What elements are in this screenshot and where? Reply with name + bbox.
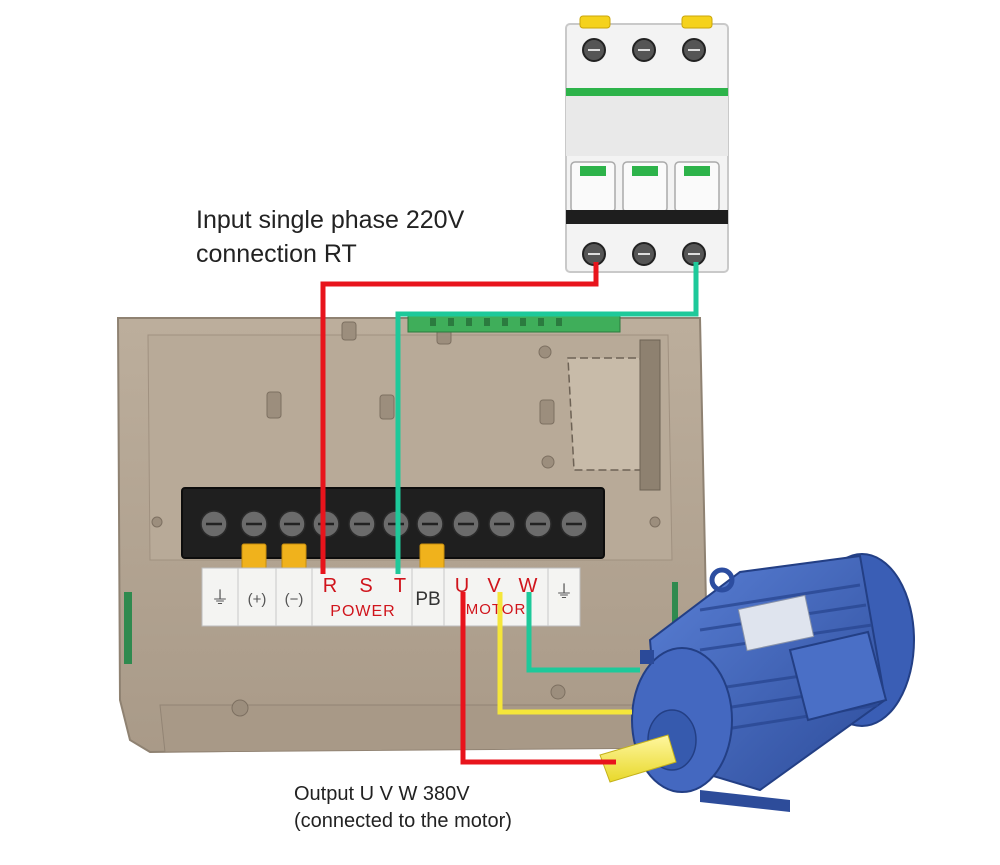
wire-input-r xyxy=(320,262,599,574)
housing-indicator-right xyxy=(672,582,678,634)
output-caption-line1: Output U V W 380V xyxy=(294,783,470,805)
wires xyxy=(320,262,699,765)
label-minus: (−) xyxy=(285,591,304,608)
output-caption: Output U V W 380V (connected to the moto… xyxy=(294,781,512,835)
keypad-slot xyxy=(567,357,651,471)
ground-symbol-left: ⏚ xyxy=(211,588,229,608)
label-s: S xyxy=(359,575,372,597)
label-v: V xyxy=(487,575,501,597)
terminal-label-strip: ⏚ (+) (−) R S T POWER PB U V W MOTOR ⏚ xyxy=(201,567,581,627)
label-u: U xyxy=(455,575,469,597)
motor-terminal-box xyxy=(788,630,888,722)
label-r: R xyxy=(323,575,337,597)
input-caption-line1: Input single phase 220V xyxy=(196,206,465,234)
breaker-handles xyxy=(570,161,720,213)
circuit-breaker xyxy=(565,15,729,273)
label-motor: MOTOR xyxy=(466,601,527,618)
wire-output-u xyxy=(460,592,616,765)
electric-motor xyxy=(599,553,915,812)
input-caption: Input single phase 220V connection RT xyxy=(196,203,464,271)
wire-output-w xyxy=(526,592,640,673)
slot-rail xyxy=(639,339,661,491)
wire-input-t xyxy=(395,262,699,574)
terminal-block xyxy=(181,487,605,591)
motor-shaft xyxy=(599,734,677,783)
ground-symbol-right: ⏚ xyxy=(555,582,573,602)
motor-nameplate xyxy=(737,594,815,652)
input-caption-line2: connection RT xyxy=(196,240,357,268)
mounting-posts xyxy=(151,321,661,717)
label-pb: PB xyxy=(415,589,440,610)
lifting-eye xyxy=(709,567,735,593)
output-caption-line2: (connected to the motor) xyxy=(294,810,512,832)
label-plus: (+) xyxy=(248,591,267,608)
housing-indicator-left xyxy=(124,592,132,664)
label-power: POWER xyxy=(330,603,395,620)
label-w: W xyxy=(519,575,538,597)
terminal-screws xyxy=(200,510,588,538)
wire-output-v xyxy=(497,592,632,715)
label-t: T xyxy=(394,575,406,597)
